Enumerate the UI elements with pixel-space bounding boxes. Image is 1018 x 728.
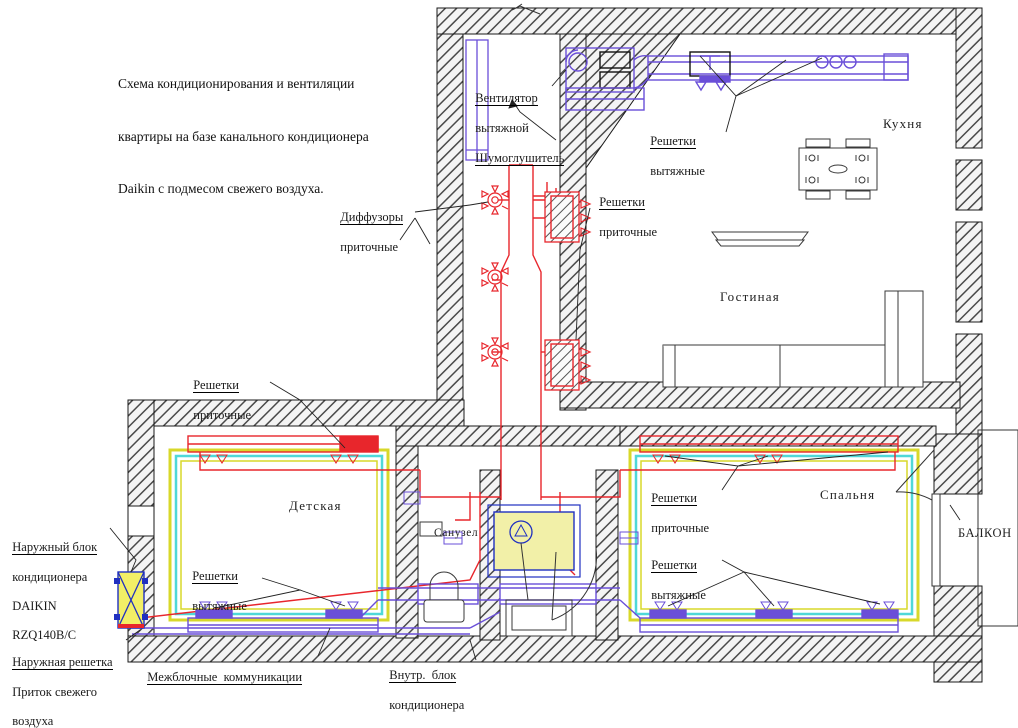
callout-fan-exhaust: Вентилятор вытяжной (469, 76, 538, 135)
outdoor-unit (114, 571, 148, 629)
room-label-bedroom: Спальня (820, 487, 876, 502)
callout-fan-exhaust-line1: Вентилятор (475, 90, 538, 106)
callout-silencer: Шумоглушитель (469, 136, 565, 166)
callout-grilles-supply-bedroom-line2: приточные (651, 520, 710, 535)
callout-outdoor-grille-line1: Наружная решетка (12, 654, 113, 670)
callout-grilles-exhaust-bedroom-line2: вытяжные (651, 587, 706, 602)
walls (127, 7, 983, 683)
callout-outdoor-unit-line3: DAIKIN (12, 598, 57, 613)
silencer-shaft (465, 39, 489, 161)
callout-grilles-exhaust-children-line2: вытяжные (192, 598, 247, 613)
callout-indoor-unit-line1: Внутр. блок (389, 667, 457, 683)
callout-grilles-exhaust-kitchen: Решетки вытяжные (644, 119, 705, 178)
leader-lines (109, 55, 961, 661)
callout-grilles-supply-children-line2: приточные (193, 407, 252, 422)
callout-diffusers-supply: Диффузоры приточные (334, 195, 404, 254)
supply-grille-markers (199, 454, 783, 464)
callout-interblock-line1: Межблочные коммуникации (147, 669, 303, 685)
callout-grilles-exhaust-children: Решетки вытяжные (186, 554, 247, 613)
plan-drawing (109, 3, 1018, 683)
callout-diffusers-supply-line2: приточные (340, 239, 399, 254)
callout-outdoor-unit-line4: RZQ140B/C (12, 627, 77, 642)
room-label-balcony: БАЛКОН (958, 526, 1012, 540)
room-label-bathroom: Санузел (434, 527, 479, 539)
callout-outdoor-unit: Наружный блок кондиционера DAIKIN RZQ140… (6, 525, 98, 642)
callout-grilles-supply-bedroom: Решетки приточные (645, 476, 709, 535)
shaft-top-connector (511, 3, 541, 15)
callout-grilles-exhaust-bedroom-line1: Решетки (651, 557, 697, 573)
callout-grilles-exhaust-bedroom: Решетки вытяжные (645, 543, 706, 602)
callout-grilles-supply-center-line2: приточные (599, 224, 658, 239)
callout-fan-exhaust-line2: вытяжной (475, 120, 529, 135)
callout-grilles-supply-center-line1: Решетки (599, 194, 645, 210)
callout-grilles-exhaust-children-line1: Решетки (192, 568, 238, 584)
supply-diffusers (481, 185, 592, 385)
room-outline-children (168, 448, 390, 622)
callout-silencer-line1: Шумоглушитель (475, 150, 565, 166)
callout-outdoor-grille-line3: воздуха (12, 713, 54, 728)
room-label-kitchen: Кухня (883, 116, 923, 131)
furniture (419, 138, 1018, 637)
callout-grilles-supply-bedroom-line1: Решетки (651, 490, 697, 506)
callout-outdoor-grille: Наружная решетка Приток свежего воздуха (6, 640, 113, 728)
callout-grilles-supply-children: Решетки приточные (187, 363, 251, 422)
callout-outdoor-unit-line1: Наружный блок (12, 539, 98, 555)
callout-outdoor-unit-line2: кондиционера (12, 569, 88, 584)
callout-interblock-communications: Межблочные коммуникации (141, 655, 303, 685)
callout-outdoor-grille-line2: Приток свежего (12, 684, 97, 699)
supply-ductwork (139, 164, 899, 628)
room-label-children-room: Детская (289, 498, 342, 513)
room-label-living-room: Гостиная (720, 289, 780, 304)
room-outline-bedroom (628, 448, 920, 622)
callout-grilles-exhaust-kitchen-line2: вытяжные (650, 163, 705, 178)
callout-indoor-unit: Внутр. блок кондиционера (383, 653, 464, 712)
callout-grilles-supply-children-line1: Решетки (193, 377, 239, 393)
callout-grilles-supply-center: Решетки приточные (593, 180, 657, 239)
hall-grilles (403, 491, 639, 545)
callout-diffusers-supply-line1: Диффузоры (340, 209, 404, 225)
indoor-unit (487, 504, 581, 601)
floor-plan-diagram: Схема кондиционирования и вентиляции ква… (6, 3, 1018, 728)
exhaust-ductwork (132, 47, 909, 635)
page-title: Схема кондиционирования и вентиляции ква… (118, 76, 369, 196)
callout-grilles-exhaust-kitchen-line1: Решетки (650, 133, 696, 149)
callout-indoor-unit-line2: кондиционера (389, 697, 465, 712)
